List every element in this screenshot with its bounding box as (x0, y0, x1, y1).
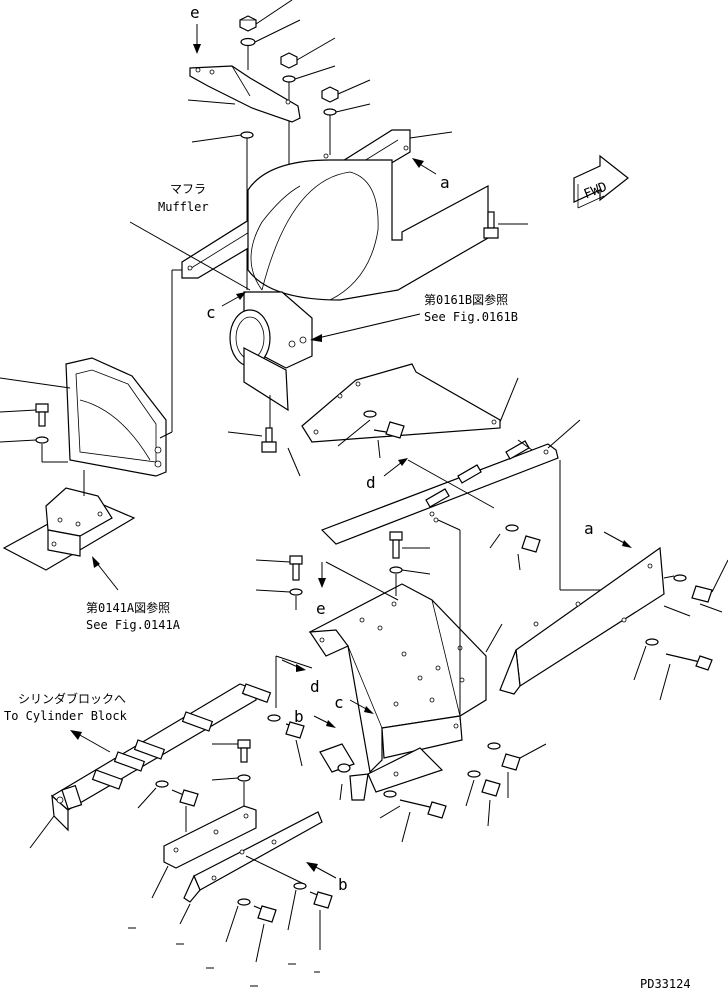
bolt-icon (255, 555, 303, 581)
callout-e-middle: e (316, 599, 326, 618)
arrow-left-icon (310, 313, 421, 342)
lower-mount-plate (151, 805, 323, 925)
bolt-icon (379, 799, 447, 843)
washer-icon (383, 790, 397, 798)
arrow-right-icon (349, 699, 374, 714)
washer-icon (467, 770, 481, 778)
bolt-icon (373, 421, 405, 459)
cylinder-block-mount-frame (29, 683, 272, 849)
muffler-outlet-pipe (229, 291, 313, 430)
bolt-icon (285, 721, 305, 767)
arrow-up-icon (92, 556, 119, 591)
washer-icon (267, 714, 281, 722)
washer-icon (293, 882, 307, 890)
muffler-label-en: Muffler (158, 200, 209, 214)
fig-0161b-label-jp: 第0161B図参照 (424, 292, 508, 307)
spacer-tube (319, 743, 355, 801)
washer-icon (35, 436, 49, 444)
washer-icon (389, 566, 403, 574)
bolt-icon (0, 403, 49, 427)
arrow-down-icon (193, 24, 201, 54)
muffler-top-bracket (187, 65, 301, 123)
washer-icon (323, 108, 337, 116)
callout-d-middle: d (366, 473, 376, 492)
cylinder-block-label-en: To Cylinder Block (4, 709, 128, 723)
bolt-icon (691, 559, 728, 613)
callout-c-lower: c (334, 693, 344, 712)
arrow-down-icon (318, 562, 326, 588)
nut-icon (280, 52, 298, 69)
washer-icon (237, 898, 251, 906)
callout-d-lower: d (310, 677, 320, 696)
forward-direction-icon: FWD (573, 154, 629, 209)
upper-side-bracket (301, 363, 519, 447)
bolt-icon (489, 533, 541, 571)
callout-a-top: a (440, 173, 450, 192)
washer-icon (645, 638, 659, 646)
fig-0141a-label-jp: 第0141A図参照 (86, 600, 170, 615)
bolt-icon (171, 789, 199, 832)
callout-e-top: e (190, 3, 200, 22)
washer-icon (487, 742, 501, 750)
bolt-icon (227, 427, 277, 453)
left-guard-frame (0, 269, 182, 477)
top-hardware-stack (191, 0, 371, 290)
arrow-right-icon (313, 715, 336, 728)
washer-icon (240, 131, 254, 139)
callout-b-lower: b (338, 875, 348, 894)
arrow-left-icon (306, 862, 337, 879)
callout-b-middle: b (294, 707, 304, 726)
arrow-left-icon (70, 730, 111, 753)
arrow-left-icon (412, 158, 437, 175)
washer-icon (505, 524, 519, 532)
arrow-right-icon (221, 292, 246, 307)
nut-icon (321, 86, 339, 103)
nut-icon (239, 15, 257, 32)
callout-a-right: a (584, 519, 594, 538)
drawing-number: PD33124 (640, 977, 691, 991)
lower-long-rail (320, 419, 581, 545)
callout-c-top: c (206, 303, 216, 322)
washer-icon (673, 574, 687, 582)
bolt-icon (309, 891, 333, 950)
fig-0141a-label-en: See Fig.0141A (86, 618, 181, 632)
cylinder-block-label-jp: シリンダブロックへ (18, 691, 126, 706)
fig-0161b-label-en: See Fig.0161B (424, 310, 518, 324)
bolt-icon (465, 779, 501, 827)
bolt-icon (659, 653, 713, 701)
right-side-plate (499, 546, 691, 695)
bolt-icon (483, 211, 528, 239)
base-mount-plate (2, 470, 136, 571)
arrow-right-icon (603, 531, 632, 548)
washer-icon (155, 780, 169, 788)
muffler-label-jp: マフラ (170, 182, 206, 196)
bolt-icon (212, 739, 251, 763)
washer-icon (282, 75, 296, 83)
bolt-icon (253, 905, 277, 963)
washer-icon (240, 37, 256, 47)
washer-icon (289, 588, 303, 596)
washer-icon (363, 410, 377, 418)
bolt-icon (389, 531, 430, 559)
arrow-right-icon (281, 659, 306, 672)
bolt-icon (501, 743, 547, 798)
muffler-heat-shield (247, 159, 489, 301)
arrow-up-left-icon (383, 458, 408, 477)
main-support-bracket (308, 519, 503, 801)
washer-icon (237, 774, 251, 782)
